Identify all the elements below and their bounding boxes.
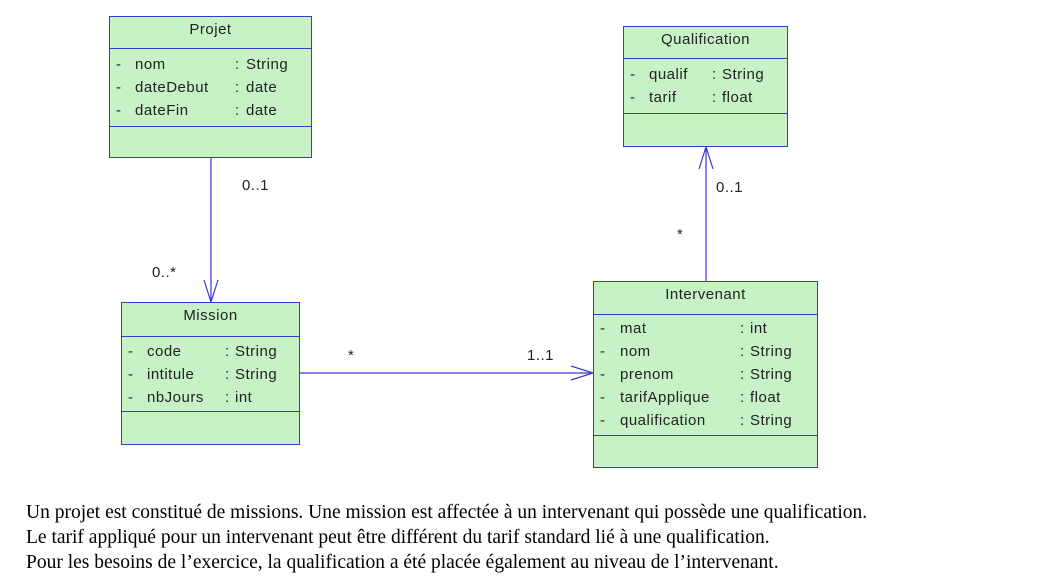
multiplicity-intervenant-to-qualification: * bbox=[677, 226, 684, 243]
attribute-type: date bbox=[246, 79, 278, 96]
attribute-type: float bbox=[750, 389, 781, 406]
visibility-marker: - bbox=[128, 366, 134, 383]
attribute-row: - dateFin : date bbox=[110, 99, 311, 122]
attribute-row: - nom : String bbox=[110, 53, 311, 76]
class-intervenant: Intervenant - mat : int - nom : String -… bbox=[593, 281, 818, 468]
attribute-colon: : bbox=[740, 389, 745, 406]
visibility-marker: - bbox=[600, 412, 606, 429]
description-text: Un projet est constitué de missions. Une… bbox=[26, 500, 867, 575]
attribute-type: String bbox=[246, 56, 289, 73]
attribute-type: int bbox=[750, 320, 768, 337]
attribute-row: - mat : int bbox=[594, 317, 817, 340]
attribute-row: - nbJours : int bbox=[122, 386, 299, 409]
attribute-colon: : bbox=[235, 102, 240, 119]
description-line: Le tarif appliqué pour un intervenant pe… bbox=[26, 527, 770, 548]
attribute-row: - tarif : float bbox=[624, 86, 787, 109]
attribute-name: nom bbox=[620, 343, 651, 360]
class-projet-attributes: - nom : String - dateDebut : date - date… bbox=[110, 49, 311, 127]
class-intervenant-attributes: - mat : int - nom : String - prenom : St… bbox=[594, 315, 817, 436]
multiplicity-qualification-side: 0..1 bbox=[716, 179, 744, 196]
attribute-colon: : bbox=[225, 389, 230, 406]
attribute-name: prenom bbox=[620, 366, 674, 383]
attribute-colon: : bbox=[235, 56, 240, 73]
visibility-marker: - bbox=[630, 89, 636, 106]
attribute-type: String bbox=[750, 366, 793, 383]
description-line: Pour les besoins de l’exercice, la quali… bbox=[26, 552, 779, 573]
class-mission-name: Mission bbox=[122, 303, 299, 337]
visibility-marker: - bbox=[600, 320, 606, 337]
attribute-colon: : bbox=[235, 79, 240, 96]
visibility-marker: - bbox=[630, 66, 636, 83]
attribute-colon: : bbox=[225, 343, 230, 360]
attribute-name: dateDebut bbox=[135, 79, 209, 96]
visibility-marker: - bbox=[128, 389, 134, 406]
multiplicity-intervenant-side: 1..1 bbox=[527, 347, 555, 364]
attribute-row: - qualification : String bbox=[594, 409, 817, 432]
visibility-marker: - bbox=[600, 389, 606, 406]
arrowhead-intervenant-qualification bbox=[698, 145, 714, 170]
attribute-row: - qualif : String bbox=[624, 63, 787, 86]
attribute-type: String bbox=[750, 343, 793, 360]
attribute-name: nom bbox=[135, 56, 166, 73]
attribute-row: - dateDebut : date bbox=[110, 76, 311, 99]
attribute-row: - intitule : String bbox=[122, 363, 299, 386]
visibility-marker: - bbox=[116, 102, 122, 119]
visibility-marker: - bbox=[600, 366, 606, 383]
multiplicity-mission-side: 0..* bbox=[152, 264, 177, 281]
attribute-name: intitule bbox=[147, 366, 195, 383]
class-projet-name: Projet bbox=[110, 17, 311, 49]
attribute-colon: : bbox=[712, 66, 717, 83]
attribute-colon: : bbox=[740, 412, 745, 429]
class-qualification-attributes: - qualif : String - tarif : float bbox=[624, 59, 787, 114]
attribute-colon: : bbox=[740, 343, 745, 360]
attribute-type: date bbox=[246, 102, 278, 119]
attribute-row: - code : String bbox=[122, 340, 299, 363]
attribute-name: qualif bbox=[649, 66, 688, 83]
attribute-colon: : bbox=[712, 89, 717, 106]
visibility-marker: - bbox=[128, 343, 134, 360]
attribute-name: nbJours bbox=[147, 389, 204, 406]
visibility-marker: - bbox=[116, 56, 122, 73]
class-intervenant-name: Intervenant bbox=[594, 282, 817, 315]
attribute-colon: : bbox=[740, 320, 745, 337]
attribute-row: - tarifApplique : float bbox=[594, 386, 817, 409]
attribute-type: String bbox=[235, 366, 278, 383]
attribute-row: - nom : String bbox=[594, 340, 817, 363]
attribute-name: dateFin bbox=[135, 102, 189, 119]
attribute-row: - prenom : String bbox=[594, 363, 817, 386]
attribute-name: qualification bbox=[620, 412, 706, 429]
multiplicity-projet-side: 0..1 bbox=[242, 177, 270, 194]
class-mission: Mission - code : String - intitule : Str… bbox=[121, 302, 300, 445]
visibility-marker: - bbox=[116, 79, 122, 96]
attribute-type: int bbox=[235, 389, 253, 406]
attribute-type: String bbox=[750, 412, 793, 429]
description-line: Un projet est constitué de missions. Une… bbox=[26, 502, 868, 523]
attribute-colon: : bbox=[740, 366, 745, 383]
class-qualification: Qualification - qualif : String - tarif … bbox=[623, 26, 788, 147]
multiplicity-mission-to-intervenant: * bbox=[348, 347, 355, 364]
attribute-colon: : bbox=[225, 366, 230, 383]
attribute-name: code bbox=[147, 343, 182, 360]
class-qualification-name: Qualification bbox=[624, 27, 787, 59]
attribute-type: String bbox=[235, 343, 278, 360]
attribute-type: String bbox=[722, 66, 765, 83]
class-mission-attributes: - code : String - intitule : String - nb… bbox=[122, 337, 299, 412]
attribute-name: mat bbox=[620, 320, 647, 337]
class-projet: Projet - nom : String - dateDebut : date… bbox=[109, 16, 312, 158]
visibility-marker: - bbox=[600, 343, 606, 360]
attribute-name: tarif bbox=[649, 89, 677, 106]
attribute-type: float bbox=[722, 89, 753, 106]
attribute-name: tarifApplique bbox=[620, 389, 710, 406]
